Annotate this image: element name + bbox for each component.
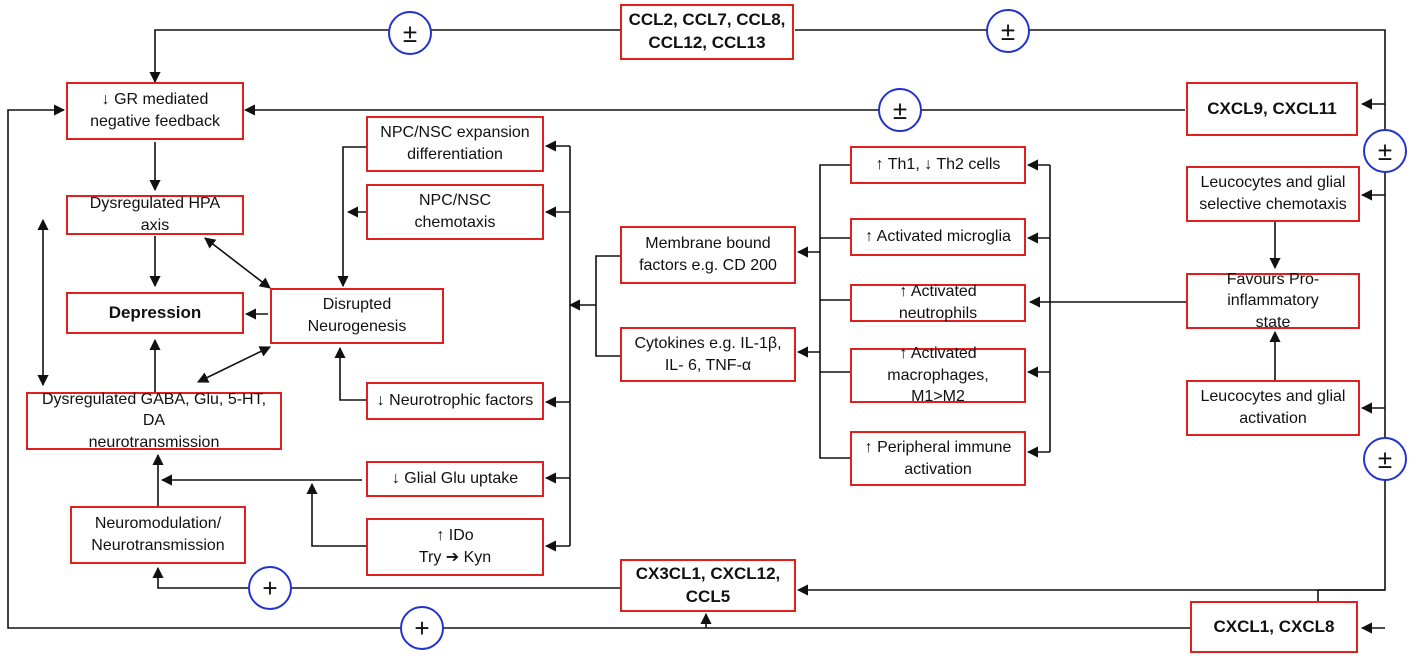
glial-glu-uptake-box: ↓ Glial Glu uptake bbox=[366, 461, 544, 497]
plus-minus-sign: ± bbox=[878, 88, 922, 132]
plus-minus-sign: ± bbox=[986, 9, 1030, 53]
cxcl1-box: CXCL1, CXCL8 bbox=[1190, 601, 1358, 653]
cx3cl1-box: CX3CL1, CXCL12, CCL5 bbox=[620, 559, 796, 612]
proinflammatory-box: Favours Pro-inflammatory state bbox=[1186, 271, 1360, 331]
neurotrophic-factors-box: ↓ Neurotrophic factors bbox=[366, 382, 544, 420]
npc-expansion-box: NPC/NSC expansion differentiation bbox=[366, 116, 544, 172]
plus-minus-sign: ± bbox=[1363, 437, 1407, 481]
plus-minus-sign: ± bbox=[388, 11, 432, 55]
leucocyte-activation-box: Leucocytes and glial activation bbox=[1186, 380, 1360, 436]
plus-sign: + bbox=[400, 606, 444, 650]
activated-microglia-box: ↑ Activated microglia bbox=[850, 218, 1026, 256]
cxcl9-box: CXCL9, CXCL11 bbox=[1186, 82, 1358, 136]
cytokines-box: Cytokines e.g. IL-1β, IL- 6, TNF-α bbox=[620, 327, 796, 382]
gr-feedback-box: ↓ GR mediated negative feedback bbox=[66, 82, 244, 140]
ido-box: ↑ IDo Try ➔ Kyn bbox=[366, 518, 544, 576]
depression-box: Depression bbox=[66, 292, 244, 334]
leucocyte-chemotaxis-box: Leucocytes and glial selective chemotaxi… bbox=[1186, 166, 1360, 222]
plus-minus-sign: ± bbox=[1363, 129, 1407, 173]
npc-chemotaxis-box: NPC/NSC chemotaxis bbox=[366, 184, 544, 240]
activated-neutrophils-box: ↑ Activated neutrophils bbox=[850, 283, 1026, 322]
th1-th2-box: ↑ Th1, ↓ Th2 cells bbox=[850, 146, 1026, 184]
membrane-factors-box: Membrane bound factors e.g. CD 200 bbox=[620, 226, 796, 284]
activated-macrophages-box: ↑ Activated macrophages, M1>M2 bbox=[850, 345, 1026, 405]
peripheral-immune-box: ↑ Peripheral immune activation bbox=[850, 431, 1026, 486]
neuromodulation-box: Neuromodulation/ Neurotransmission bbox=[70, 506, 246, 564]
neurotransmission-box: Dysregulated GABA, Glu, 5-HT, DA neurotr… bbox=[26, 391, 282, 451]
hpa-axis-box: Dysregulated HPA axis bbox=[66, 195, 244, 235]
disrupted-neurogenesis-box: Disrupted Neurogenesis bbox=[270, 288, 444, 344]
plus-sign: + bbox=[248, 566, 292, 610]
ccl2-box: CCL2, CCL7, CCL8, CCL12, CCL13 bbox=[620, 4, 794, 60]
